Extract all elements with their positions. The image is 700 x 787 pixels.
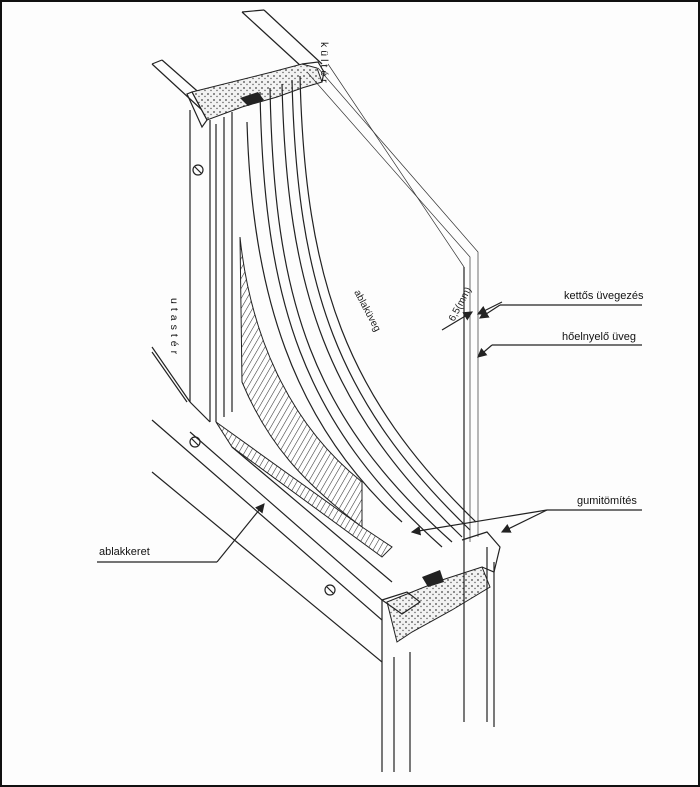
cabin-label: utastér [168,298,180,358]
bottom-frame [151,419,501,772]
top-frame-profile [186,61,325,129]
left-jamb [151,110,233,423]
glass-label: ablaküveg [351,288,382,333]
rubber-seal-label: gumitömítés [577,495,637,507]
heat-absorbing-glass-label: hőelnyelő üveg [562,331,636,343]
leader-lines [97,304,642,563]
inner-curved-panel [215,121,403,558]
top-frame-lines [151,9,323,111]
double-glazing-label: kettős üvegezés [564,290,644,302]
glass-panes [259,63,479,548]
outside-label: kültér [318,42,330,86]
window-frame-label: ablakkeret [99,546,150,558]
thickness-dimension: 6,5(mm) [441,285,503,331]
